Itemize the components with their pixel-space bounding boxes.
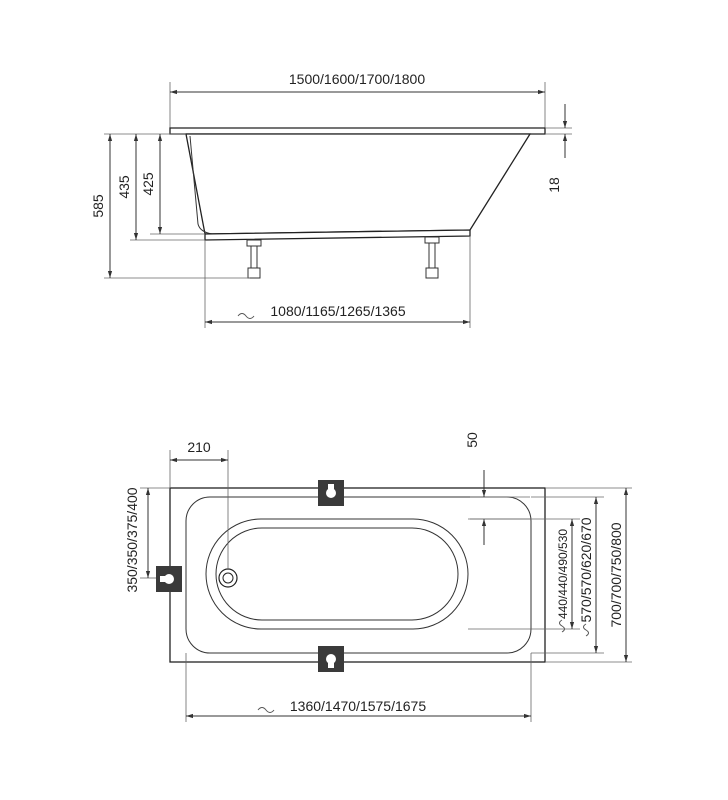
- drain-icon: [218, 568, 238, 588]
- offset-left-label: 210: [187, 439, 211, 455]
- base-length-label: 1080/1165/1265/1365: [270, 303, 405, 319]
- basin-width-label: 570/570/620/670: [578, 517, 594, 622]
- tub-bottom-oval-inner: [215, 527, 459, 621]
- approx-tilde-icon: [583, 623, 589, 637]
- mounting-bracket-icon: [318, 480, 344, 506]
- overall-height-label: 585: [90, 194, 106, 218]
- tub-bottom-oval-outer: [205, 518, 469, 630]
- leg-right: [424, 236, 440, 279]
- inner-width-label: 440/440/490/530: [556, 529, 570, 619]
- top-view: 210 50 350/350/375/400 440/440/490/530 5…: [124, 432, 632, 722]
- overall-length-label: 1500/1600/1700/1800: [289, 71, 425, 87]
- leg-left: [246, 239, 262, 279]
- tub-body: [185, 133, 532, 235]
- approx-tilde-icon: [559, 619, 565, 633]
- inner-height-label: 425: [140, 172, 156, 196]
- side-view: 1500/1600/1700/1800 585 435 425: [90, 71, 572, 328]
- approx-tilde-icon: [237, 313, 255, 319]
- tub-rim: [169, 127, 546, 135]
- offset-top-label: 50: [464, 432, 480, 448]
- overall-width-label: 700/700/750/800: [608, 522, 624, 627]
- tub-basin-outline: [185, 496, 532, 654]
- drain-position-label: 350/350/375/400: [124, 487, 140, 592]
- inner-length-label: 1360/1470/1575/1675: [290, 698, 426, 714]
- rim-height-label: 435: [116, 175, 132, 199]
- mounting-bracket-icon: [318, 646, 344, 672]
- mounting-bracket-icon: [156, 566, 182, 592]
- approx-tilde-icon: [257, 707, 275, 713]
- rim-thickness-label: 18: [546, 177, 562, 193]
